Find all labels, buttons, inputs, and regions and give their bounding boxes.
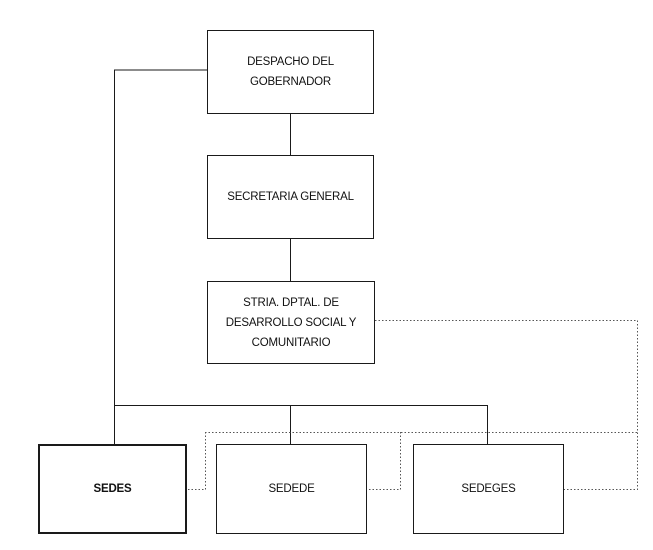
node-governor-line-2: GOBERNADOR (249, 76, 332, 88)
node-general-secretariat-line-1: SECRETARIA GENERAL (227, 191, 354, 203)
edge-governor-bus (114, 69, 207, 445)
node-social-development-line-1: STRIA. DPTAL. DE (243, 296, 339, 309)
node-governor-line-1: DESPACHO DEL (247, 56, 334, 68)
node-social-development-line-3: COMUNITARIO (251, 336, 331, 349)
node-sedes: SEDES (38, 444, 187, 534)
node-social-development: STRIA. DPTAL. DE DESARROLLO SOCIAL Y COM… (207, 281, 375, 364)
node-sedeges: SEDEGES (413, 444, 564, 534)
edge-social-dotted-right (375, 320, 638, 490)
node-sedes-label: SEDES (93, 483, 132, 495)
edge-dotted-sedede (366, 432, 401, 490)
node-sedeges-label: SEDEGES (461, 483, 516, 495)
node-governor: DESPACHO DEL GOBERNADOR (207, 30, 374, 114)
edge-dotted-sedes (187, 432, 206, 490)
node-social-development-line-2: DESARROLLO SOCIAL Y (225, 316, 357, 329)
node-general-secretariat: SECRETARIA GENERAL (207, 155, 374, 239)
node-sedede-label: SEDEDE (268, 483, 315, 495)
node-sedede: SEDEDE (216, 444, 367, 534)
